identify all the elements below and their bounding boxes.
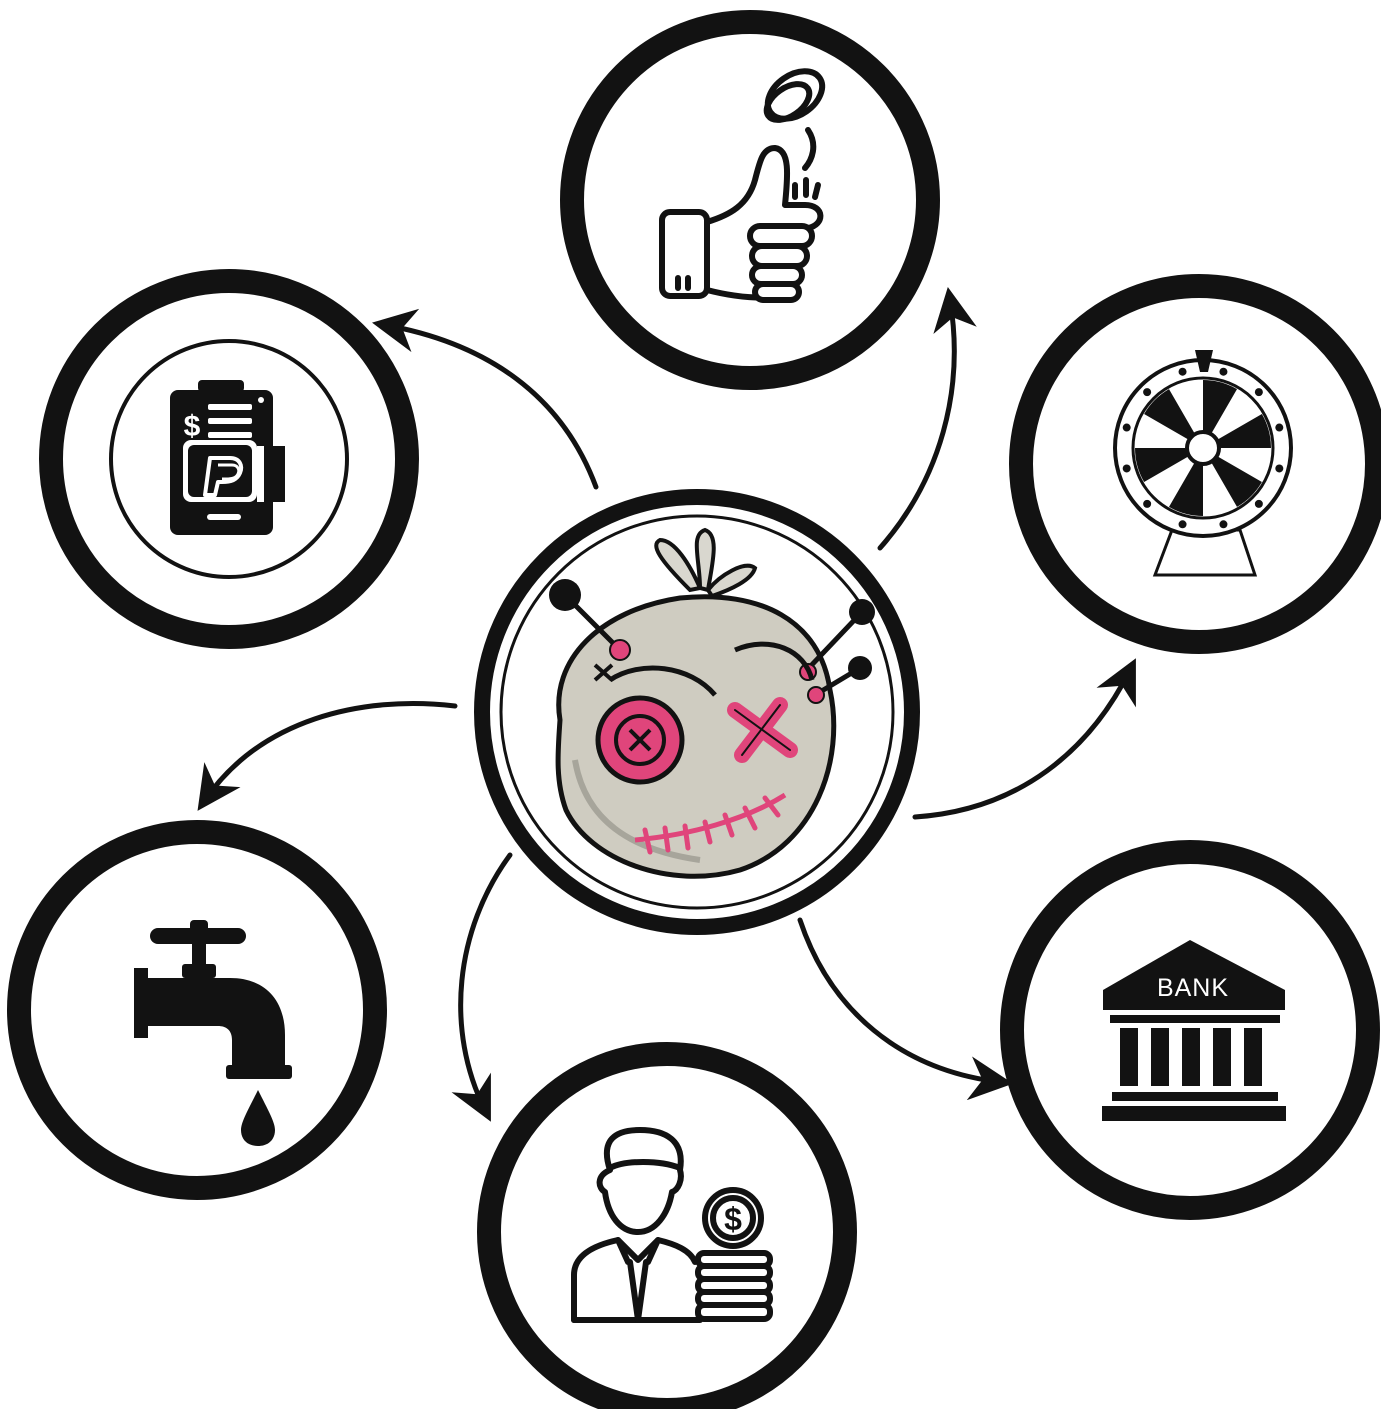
arrow-to-faucet <box>197 701 458 811</box>
wheel-rim-dot <box>1143 388 1152 397</box>
center-hub <box>474 489 920 935</box>
wheel-wedge <box>1135 448 1190 482</box>
wheel-rim-dot <box>1254 499 1263 508</box>
arrow-to-prize-wheel <box>912 658 1136 820</box>
mobile-payment-inner-ring <box>109 339 349 579</box>
wheel-wedge <box>1203 380 1237 435</box>
prize-wheel-icon <box>1113 350 1293 577</box>
node-bank: BANK <box>1000 840 1380 1220</box>
wheel-rim-dot <box>1275 423 1284 432</box>
wheel-rim-dot <box>1122 423 1131 432</box>
dripping-faucet-icon <box>134 920 292 1146</box>
wheel-rim-dot <box>1122 464 1131 473</box>
wheel-wedge <box>1169 461 1203 516</box>
node-cash-payout: $ <box>477 1042 857 1409</box>
wheel-wedge <box>1211 456 1262 507</box>
dollar-sign-icon: $ <box>724 1201 742 1237</box>
cash-payout-ring <box>477 1042 857 1409</box>
node-prize-wheel <box>1009 274 1381 654</box>
wheel-rim-dot <box>1178 367 1187 376</box>
businessman-coins-icon <box>571 1127 773 1323</box>
node-faucet <box>7 820 387 1200</box>
wheel-wedge <box>1216 414 1271 448</box>
coin-flip-ring <box>560 10 940 390</box>
bank-building-icon: BANK <box>1102 940 1286 1121</box>
arrow-to-cash-payout <box>451 852 513 1122</box>
arrow-to-coin-flip <box>877 286 977 551</box>
svg-text:$: $ <box>184 410 201 443</box>
voodoo-doll-icon <box>549 527 875 879</box>
wheel-rim-dot <box>1219 520 1228 529</box>
wheel-rim-dot <box>1143 499 1152 508</box>
connectors <box>197 286 1136 1122</box>
center-inner-ring <box>499 514 895 910</box>
coin-flip-hand-icon <box>659 68 826 303</box>
wheel-rim-dot <box>1219 367 1228 376</box>
wheel-rim-dot <box>1254 388 1263 397</box>
node-coin-flip <box>560 10 940 390</box>
wheel-wedge <box>1144 389 1195 440</box>
wheel-rim-dot <box>1178 520 1187 529</box>
node-mobile-payment: $ <box>39 269 419 649</box>
arrow-to-mobile-payment <box>372 308 599 490</box>
wheel-rim-dot <box>1275 464 1284 473</box>
arrow-to-bank <box>797 917 1014 1101</box>
bank-label: BANK <box>1157 974 1229 1002</box>
paypal-phone-icon: $ <box>170 380 285 535</box>
